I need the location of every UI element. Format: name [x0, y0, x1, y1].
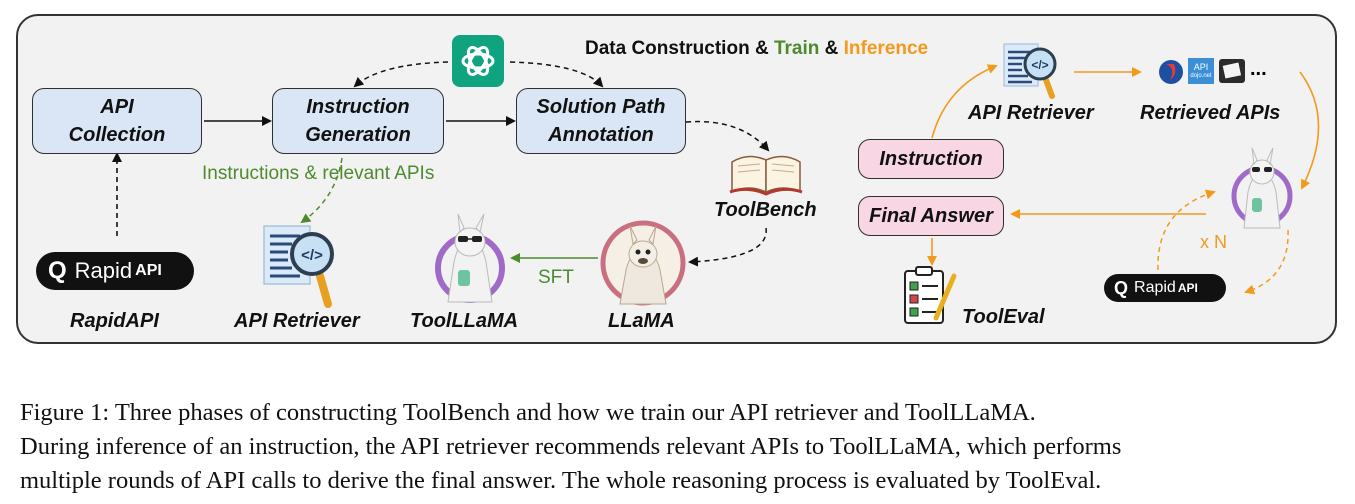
figure-caption: Figure 1: Three phases of constructing T… — [20, 396, 1340, 498]
svg-text:</>: </> — [1031, 58, 1048, 72]
arrow-chatgpt-to-generation — [353, 61, 449, 88]
arrow-generation-to-retriever — [300, 157, 343, 224]
document-search-icon: </> — [1003, 43, 1057, 99]
arrow-toolllama-to-rapidapi — [1244, 229, 1289, 295]
rapidapi-q-mark: Q — [48, 257, 67, 284]
caption-line-2: During inference of an instruction, the … — [20, 433, 1122, 460]
title-train: Train — [773, 38, 820, 59]
arrow-instruction-to-retriever — [931, 64, 998, 139]
toolbench-label: ToolBench — [714, 199, 817, 221]
notes-logo-icon — [1219, 59, 1245, 83]
llama-icon — [600, 220, 686, 306]
retrieved-apis-label: Retrieved APIs — [1140, 102, 1281, 124]
rapidapi-api-word: API — [135, 262, 162, 279]
checklist-icon — [904, 266, 957, 324]
title-inference: Inference — [843, 38, 929, 59]
chatgpt-logo-icon — [452, 35, 504, 87]
llama-icon — [1231, 147, 1293, 229]
book-icon — [729, 155, 803, 196]
rapidapi-word: Rapid — [74, 258, 133, 283]
xn-note: x N — [1200, 232, 1227, 252]
svg-text:</>: </> — [301, 247, 323, 264]
rapidapi-logo-icon: Q Rapid API — [36, 252, 194, 290]
title-amp: & — [819, 38, 844, 59]
arrow-toolbench-to-llama — [688, 227, 767, 267]
rapidapi-logo-icon: Q Rapid API — [1104, 274, 1226, 302]
api-retriever-left-label: API Retriever — [234, 310, 360, 332]
more-apis-ellipsis: ... — [1250, 58, 1267, 80]
api-retriever-right-label: API Retriever — [968, 102, 1094, 124]
rapidapi-label: RapidAPI — [70, 310, 159, 332]
apidojo-logo-icon: API dojo.net — [1188, 58, 1214, 84]
arrow-rapidapi-to-toolllama — [1157, 189, 1216, 271]
title-part1: Data Construction & — [585, 38, 774, 59]
caption-line-1: Figure 1: Three phases of constructing T… — [20, 399, 1036, 426]
arrow-annotation-to-toolbench — [685, 120, 770, 152]
instructions-relevant-apis-note: Instructions & relevant APIs — [202, 163, 435, 184]
final-answer-box: Final Answer — [858, 196, 1004, 236]
caption-line-3: multiple rounds of API calls to derive t… — [20, 467, 1102, 494]
rapidapi-api-word: API — [1177, 281, 1198, 295]
arrow-retrieved-to-toolllama — [1299, 71, 1320, 190]
diagram-title: Data Construction & Train & Inference — [585, 38, 928, 60]
api-collection-box: API Collection — [32, 88, 202, 154]
apidojo-bottom-text: dojo.net — [1190, 73, 1212, 79]
api-logo-icon — [1159, 60, 1183, 84]
rapidapi-word: Rapid — [1134, 279, 1176, 296]
document-search-icon: </> — [263, 225, 334, 308]
instruction-box: Instruction — [858, 139, 1004, 179]
sft-note: SFT — [538, 267, 574, 288]
apidojo-top-text: API — [1193, 62, 1209, 72]
llama-label: LLaMA — [608, 310, 675, 332]
llama-icon — [435, 213, 505, 303]
tooleval-label: ToolEval — [962, 306, 1045, 328]
arrow-chatgpt-to-annotation — [509, 61, 604, 88]
toolllama-left-label: ToolLLaMA — [410, 310, 519, 332]
rapidapi-q-mark: Q — [1114, 277, 1129, 298]
instruction-generation-box: Instruction Generation — [272, 88, 444, 154]
solution-path-annotation-box: Solution Path Annotation — [516, 88, 686, 154]
